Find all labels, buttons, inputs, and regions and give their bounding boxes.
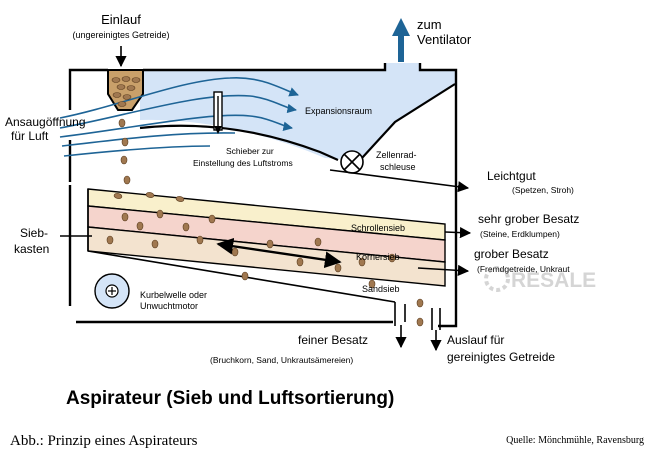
air-slide-gate — [213, 91, 223, 134]
label-leichtgut: Leichtgut — [487, 169, 536, 183]
watermark-logo: RESALE — [484, 266, 596, 292]
label-schieber-2: Einstellung des Luftstroms — [193, 158, 293, 168]
crankshaft-motor — [94, 273, 130, 309]
label-ansaug-1: Ansaugöffnung — [5, 115, 86, 129]
label-zellenrad-1: Zellenrad- — [376, 150, 417, 160]
vibration-arrow — [216, 237, 342, 269]
air-flow-streams — [59, 77, 299, 157]
label-ventilator-1: zum — [417, 17, 442, 32]
label-grober-besatz: grober Besatz — [474, 247, 549, 261]
label-feiner-besatz-sub: (Bruchkorn, Sand, Unkrautsämereien) — [210, 355, 353, 365]
label-sandsieb: Sandsieb — [362, 284, 400, 294]
label-sehr-grober-besatz: sehr grober Besatz — [478, 212, 579, 226]
label-auslauf-1: Auslauf für — [447, 333, 504, 347]
label-schieber-1: Schieber zur — [226, 146, 274, 156]
label-kurbelwelle-1: Kurbelwelle oder — [140, 290, 207, 300]
label-kurbelwelle-2: Unwuchtmotor — [140, 301, 198, 311]
label-zellenrad-2: schleuse — [380, 162, 416, 172]
watermark-text: RESALE — [511, 269, 596, 292]
label-siebkasten-1: Sieb- — [20, 226, 48, 240]
outlet-chutes — [394, 302, 441, 330]
source-credit: Quelle: Mönchmühle, Ravensburg — [506, 435, 644, 446]
expansion-chamber — [140, 63, 455, 160]
label-ventilator-2: Ventilator — [417, 32, 472, 47]
label-einlauf: Einlauf — [101, 12, 141, 27]
label-schrollensieb: Schrollensieb — [351, 223, 405, 233]
label-expansion: Expansionsraum — [305, 106, 372, 116]
label-leichtgut-sub: (Spetzen, Stroh) — [512, 185, 574, 195]
housing — [68, 63, 458, 328]
label-koernersieb: Körnersieb — [356, 252, 400, 262]
label-grober-besatz-sub: (Fremdgetreide, Unkraut — [477, 264, 570, 274]
figure-caption: Abb.: Prinzip eines Aspirateurs — [10, 433, 198, 449]
label-einlauf-sub: (ungereinigtes Getreide) — [72, 30, 169, 40]
label-ansaug-2: für Luft — [11, 129, 49, 143]
diagram-title: Aspirateur (Sieb und Luftsortierung) — [66, 388, 394, 409]
very-coarse-arrow — [444, 227, 472, 239]
label-feiner-besatz: feiner Besatz — [298, 333, 368, 347]
hopper-grains — [111, 76, 141, 107]
label-siebkasten-2: kasten — [14, 242, 49, 256]
fan-outlet-arrow — [392, 18, 410, 62]
coarse-arrow — [417, 264, 470, 276]
falling-grains — [118, 118, 131, 185]
rotary-valve — [340, 150, 364, 174]
label-auslauf-2: gereinigtes Getreide — [447, 350, 555, 364]
label-sehr-grober-besatz-sub: (Steine, Erdklumpen) — [480, 229, 560, 239]
screen-grains — [106, 192, 424, 327]
light-material-arrow — [329, 169, 470, 193]
